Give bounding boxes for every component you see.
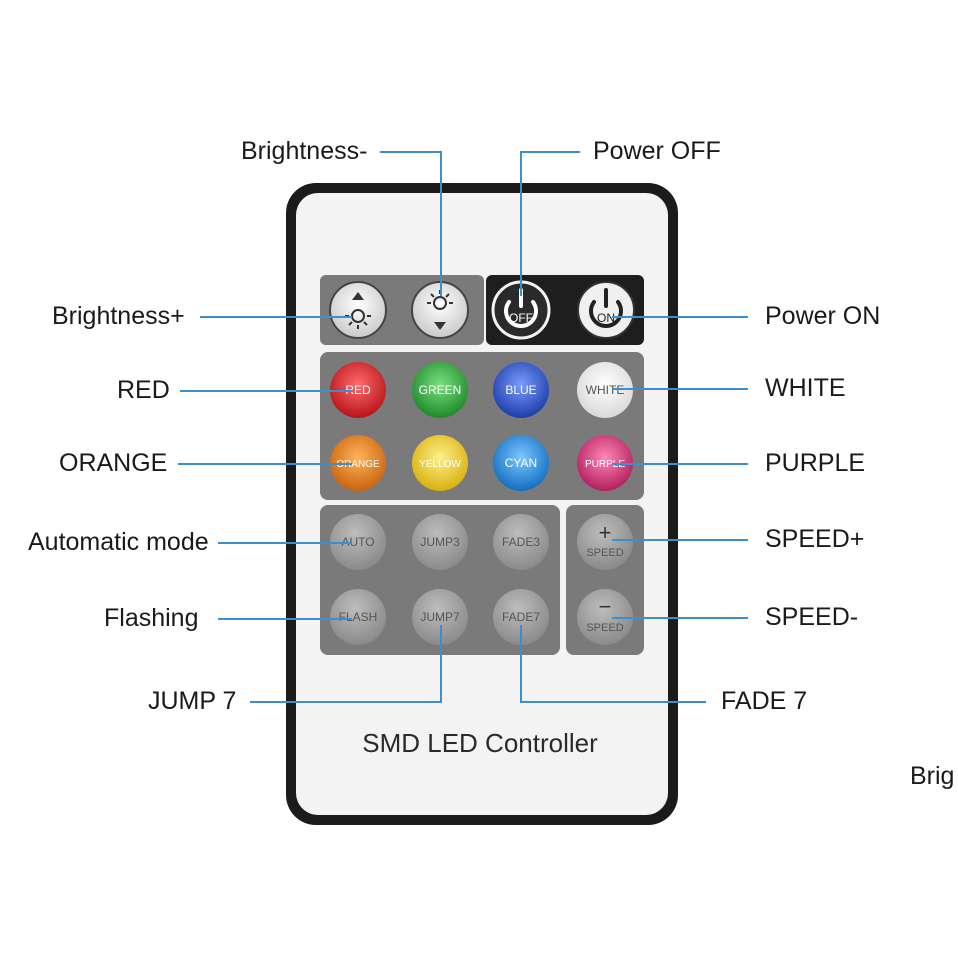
- power-on-button[interactable]: ON: [577, 281, 635, 339]
- fade7-button[interactable]: FADE7: [493, 589, 549, 645]
- plus-sign: +: [599, 520, 612, 545]
- fade7-button-label: FADE7: [502, 610, 540, 624]
- callout-white: WHITE: [765, 374, 846, 402]
- callout-speed-minus: SPEED-: [765, 603, 859, 631]
- fade3-button-label: FADE3: [502, 535, 540, 549]
- color-panel: [320, 352, 644, 500]
- line-fade7: [520, 625, 706, 703]
- auto-button-label: AUTO: [341, 535, 374, 549]
- yellow-button[interactable]: YELLOW: [412, 435, 468, 491]
- speed-minus-label: SPEED: [586, 622, 623, 634]
- orange-button-label: ORANGE: [336, 459, 380, 470]
- off-label: OFF: [509, 311, 533, 325]
- on-label: ON: [597, 311, 615, 325]
- callout-automatic-mode: Automatic mode: [28, 528, 209, 556]
- white-button-label: WHITE: [586, 383, 625, 397]
- callout-lines: [178, 151, 748, 703]
- cyan-button-label: CYAN: [505, 456, 537, 470]
- callout-power-off: Power OFF: [593, 137, 721, 165]
- line-power-off: [520, 151, 580, 296]
- speed-minus-button[interactable]: − SPEED: [577, 589, 633, 645]
- green-button[interactable]: GREEN: [412, 362, 468, 418]
- callout-red: RED: [117, 376, 170, 404]
- jump7-button-label: JUMP7: [420, 610, 460, 624]
- fade3-button[interactable]: FADE3: [493, 514, 549, 570]
- callout-fade7: FADE 7: [721, 687, 808, 715]
- power-off-button[interactable]: OFF: [491, 280, 551, 340]
- callout-jump7: JUMP 7: [148, 687, 237, 715]
- callout-purple: PURPLE: [765, 449, 866, 477]
- flash-button-label: FLASH: [339, 610, 378, 624]
- jump3-button[interactable]: JUMP3: [412, 514, 468, 570]
- red-button-label: RED: [345, 383, 371, 397]
- callout-brightness-plus: Brightness+: [52, 302, 185, 330]
- purple-button[interactable]: PURPLE: [577, 435, 633, 491]
- red-button[interactable]: RED: [330, 362, 386, 418]
- white-button[interactable]: WHITE: [577, 362, 633, 418]
- power-icon: [589, 288, 623, 328]
- auto-button[interactable]: AUTO: [330, 514, 386, 570]
- jump3-button-label: JUMP3: [420, 535, 460, 549]
- cyan-button[interactable]: CYAN: [493, 435, 549, 491]
- speed-plus-label: SPEED: [586, 547, 623, 559]
- green-button-label: GREEN: [419, 383, 462, 397]
- yellow-button-label: YELLOW: [419, 459, 461, 470]
- brightness-plus-button[interactable]: [329, 281, 387, 339]
- orange-button[interactable]: ORANGE: [330, 435, 386, 491]
- callout-flashing: Flashing: [104, 604, 199, 632]
- callout-brightness-minus: Brightness-: [241, 137, 368, 165]
- line-jump7: [250, 625, 442, 703]
- flash-button[interactable]: FLASH: [330, 589, 386, 645]
- blue-button[interactable]: BLUE: [493, 362, 549, 418]
- jump7-button[interactable]: JUMP7: [412, 589, 468, 645]
- minus-sign: −: [599, 594, 612, 619]
- line-brightness-minus: [380, 151, 442, 296]
- callout-power-on: Power ON: [765, 302, 881, 330]
- callout-orange: ORANGE: [59, 449, 168, 477]
- remote-title: SMD LED Controller: [362, 728, 598, 758]
- speed-plus-button[interactable]: + SPEED: [577, 514, 633, 570]
- callout-speed-plus: SPEED+: [765, 525, 865, 553]
- purple-button-label: PURPLE: [585, 459, 625, 470]
- callout-cut-off: Brig: [910, 762, 955, 790]
- blue-button-label: BLUE: [505, 383, 536, 397]
